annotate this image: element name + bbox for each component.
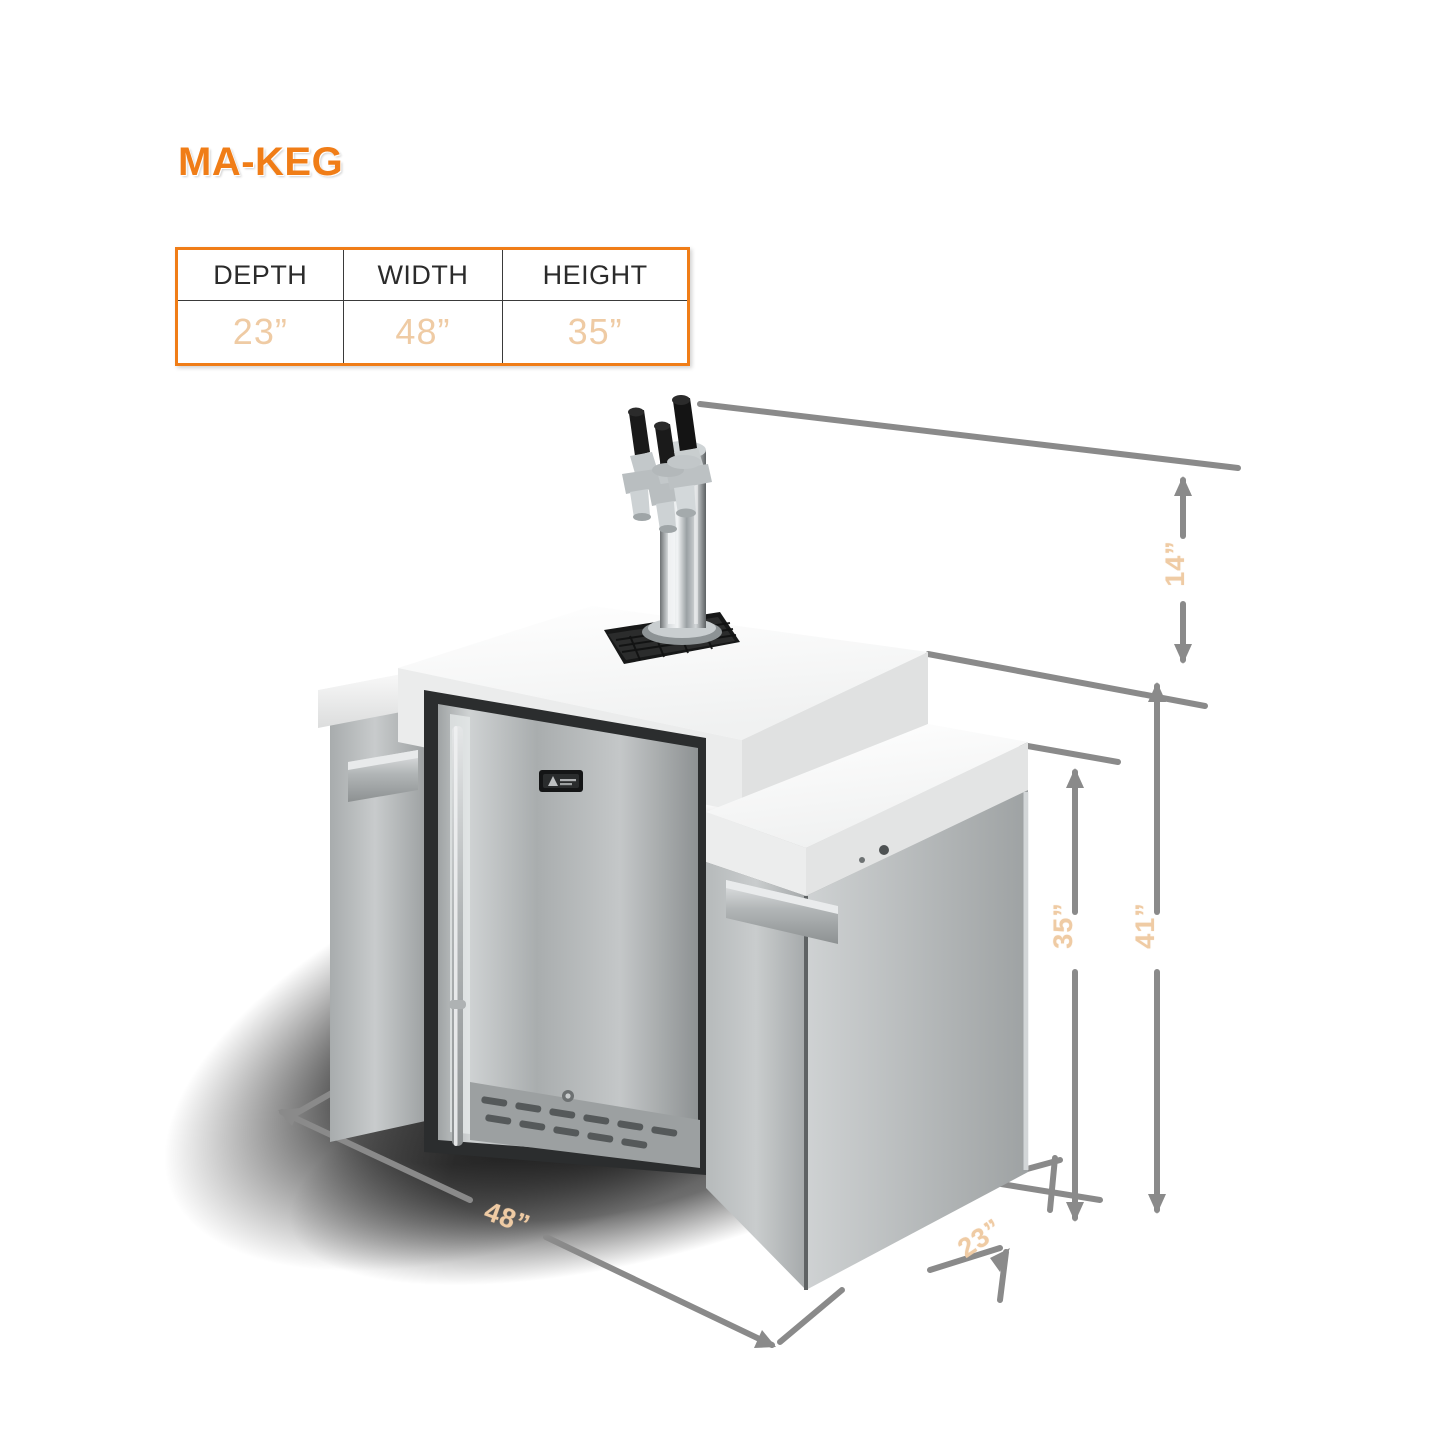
dimension-label-counter-height: 35” [1047,902,1078,949]
dimension-lines [278,401,1241,1348]
dimension-arrow-48 [278,1075,845,1348]
value-depth: 23” [176,300,344,365]
dimension-arrow-41 [1148,682,1166,1214]
dimension-arrow-14 [1174,476,1192,664]
leader-line-lower-top [1019,742,1121,765]
leader-line-base-right [992,1180,1103,1203]
door-handle[interactable] [449,726,466,1146]
table-row: 23” 48” 35” [176,300,689,365]
right-drawer-handle[interactable] [726,880,838,944]
column-header-depth: DEPTH [176,248,344,301]
value-height: 35” [502,300,689,365]
vent-grille [470,1082,700,1168]
value-width: 48” [342,300,504,365]
left-drawer-handle[interactable] [348,750,418,802]
keg-fridge-door[interactable] [424,690,706,1175]
tap-assembly [622,395,712,533]
page-title: MA-KEG [178,140,344,184]
dimensions-table: DEPTH WIDTH HEIGHT 23” 48” 35” [175,247,690,366]
right-cabinet [706,790,1029,1290]
dimension-arrow-35 [1066,768,1084,1222]
leader-line-tower-top [697,401,1241,471]
dimension-label-overall-height: 41” [1129,902,1160,949]
dimension-label-tower-height: 14” [1159,540,1190,587]
brand-badge [539,770,583,792]
column-header-width: WIDTH [342,248,504,301]
